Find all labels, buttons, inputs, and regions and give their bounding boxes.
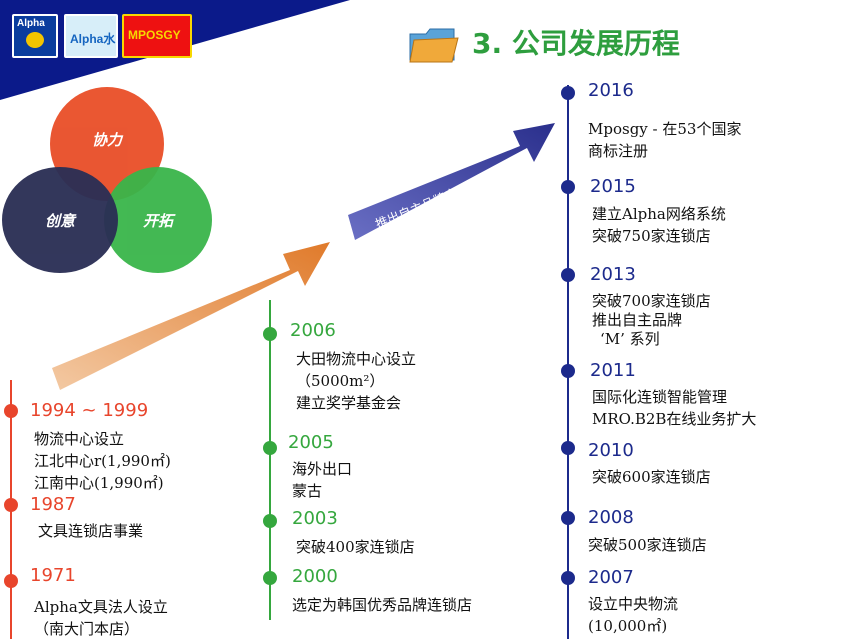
timeline-year: 2008 — [588, 507, 634, 528]
timeline-dot — [561, 86, 575, 100]
timeline-line-right — [567, 85, 569, 639]
timeline-dot — [263, 327, 277, 341]
timeline-desc: Alpha文具法人设立（南大门本店） — [34, 598, 168, 638]
timeline-year: 2005 — [288, 432, 334, 453]
timeline-desc: 物流中心设立江北中心r(1,990㎡)江南中心(1,990㎡) — [34, 430, 171, 492]
timeline-desc: 选定为韩国优秀品牌连锁店 — [292, 596, 473, 614]
timeline-line-middle — [269, 300, 271, 620]
timeline-desc: 设立中央物流(10,000㎡) — [588, 595, 679, 635]
timeline-desc: 建立Alpha网络系统突破750家连锁店 — [592, 205, 726, 245]
mposgy-logo-text: MPOSGY — [128, 28, 181, 42]
circle-pioneering: 开拓 — [104, 167, 212, 273]
folder-icon — [409, 28, 459, 63]
circle-creativity-label: 创意 — [44, 211, 75, 230]
timeline-dot — [561, 571, 575, 585]
circle-cooperation-label: 协力 — [91, 130, 122, 149]
timeline-year: 2006 — [290, 320, 336, 341]
timeline-dot — [4, 498, 18, 512]
timeline-year: 1994 ~ 1999 — [30, 400, 149, 421]
alpha-water-logo-text: Alpha水 — [70, 32, 116, 46]
timeline-year: 2013 — [590, 264, 636, 285]
alpha-logo: Alpha — [12, 14, 58, 58]
timeline-desc: 大田物流中心设立（5000m²）建立奖学基金会 — [296, 350, 417, 412]
timeline-dot — [561, 441, 575, 455]
timeline-desc: 突破700家连锁店推出自主品牌‘M’ 系列 — [592, 292, 711, 348]
timeline-desc: 突破400家连锁店 — [296, 538, 415, 556]
circle-creativity: 创意 — [2, 167, 118, 273]
mposgy-logo: MPOSGY — [122, 14, 192, 58]
timeline-year: 1987 — [30, 494, 76, 515]
timeline-year: 2010 — [588, 440, 634, 461]
timeline-desc: 文具连锁店事業 — [38, 522, 144, 540]
timeline-year: 2000 — [292, 566, 338, 587]
page-title: 3. 公司发展历程 — [472, 27, 680, 60]
timeline-desc: 海外出口蒙古 — [292, 460, 353, 500]
timeline-dot — [561, 511, 575, 525]
orange-arrow — [52, 242, 330, 390]
timeline-year: 2011 — [590, 360, 636, 381]
timeline-dot — [263, 441, 277, 455]
timeline-dot — [263, 514, 277, 528]
timeline-year: 2016 — [588, 80, 634, 101]
timeline-desc: 突破500家连锁店 — [588, 536, 707, 554]
blue-arrow — [348, 123, 555, 240]
timeline-year: 2007 — [588, 567, 634, 588]
circle-pioneering-label: 开拓 — [142, 211, 173, 230]
timeline-desc: Mposgy - 在53个国家商标注册 — [588, 120, 742, 160]
timeline-dot — [561, 364, 575, 378]
timeline-desc: 突破600家连锁店 — [592, 468, 711, 486]
timeline-dot — [4, 574, 18, 588]
timeline-dot — [561, 268, 575, 282]
timeline-year: 1971 — [30, 565, 76, 586]
timeline-year: 2015 — [590, 176, 636, 197]
timeline-dot — [4, 404, 18, 418]
timeline-year: 2003 — [292, 508, 338, 529]
timeline-dot — [561, 180, 575, 194]
alpha-water-logo: Alpha水 — [64, 14, 118, 58]
alpha-logo-text: Alpha — [17, 18, 45, 29]
timeline-dot — [263, 571, 277, 585]
